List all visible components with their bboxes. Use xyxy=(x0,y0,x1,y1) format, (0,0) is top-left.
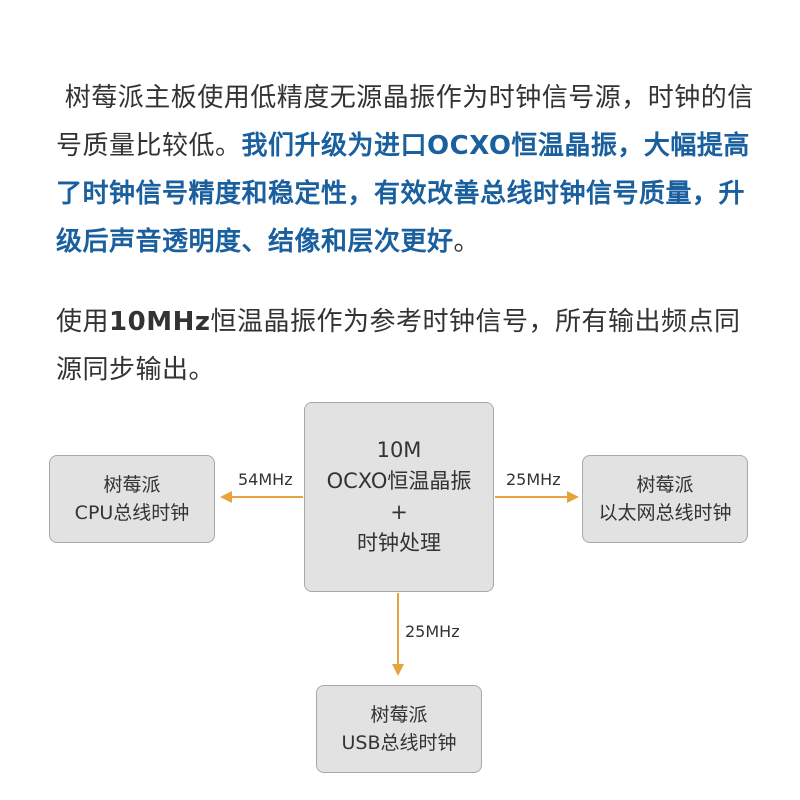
ocxo-box: 10M OCXO恒温晶振 + 时钟处理 xyxy=(304,402,494,592)
usb-frequency-label: 25MHz xyxy=(405,622,460,641)
para1-end-text: 。 xyxy=(453,227,481,257)
usb-box-line1: 树莓派 xyxy=(370,704,428,726)
ocxo-line3: + xyxy=(390,500,408,524)
para2-post-text: 恒温晶振作为参考时钟信号，所有输出频点同源同步输出。 xyxy=(56,307,741,385)
para2-frequency-text: 10MHz xyxy=(109,307,211,337)
ocxo-line2: OCXO恒温晶振 xyxy=(326,469,472,493)
cpu-box-line1: 树莓派 xyxy=(103,474,161,496)
ocxo-line1: 10M xyxy=(376,438,422,462)
description-paragraph-2: 使用10MHz恒温晶振作为参考时钟信号，所有输出频点同源同步输出。 xyxy=(56,298,756,394)
arrow-right-head xyxy=(567,491,579,503)
description-paragraph-1: 树莓派主板使用低精度无源晶振作为时钟信号源，时钟的信号质量比较低。我们升级为进口… xyxy=(56,74,756,266)
para1-normal-text: 树莓派主板使用低精度无源晶振作为时钟信号源，时钟的信号质量比较低。 xyxy=(56,83,754,161)
arrow-left-head xyxy=(220,491,232,503)
arrow-bottom-head xyxy=(392,664,404,676)
para1-highlight-text: 我们升级为进口OCXO恒温晶振，大幅提高了时钟信号精度和稳定性，有效改善总线时钟… xyxy=(56,131,750,257)
para2-pre-text: 使用 xyxy=(56,307,110,337)
ethernet-bus-clock-box: 树莓派 以太网总线时钟 xyxy=(582,455,748,543)
ethernet-box-line2: 以太网总线时钟 xyxy=(598,502,732,524)
cpu-frequency-label: 54MHz xyxy=(238,470,293,489)
ocxo-line4: 时钟处理 xyxy=(357,531,441,555)
cpu-box-line2: CPU总线时钟 xyxy=(74,502,190,524)
usb-bus-clock-box: 树莓派 USB总线时钟 xyxy=(316,685,482,773)
cpu-bus-clock-box: 树莓派 CPU总线时钟 xyxy=(49,455,215,543)
usb-box-line2: USB总线时钟 xyxy=(341,732,457,754)
ethernet-frequency-label: 25MHz xyxy=(506,470,561,489)
ethernet-box-line1: 树莓派 xyxy=(636,474,694,496)
